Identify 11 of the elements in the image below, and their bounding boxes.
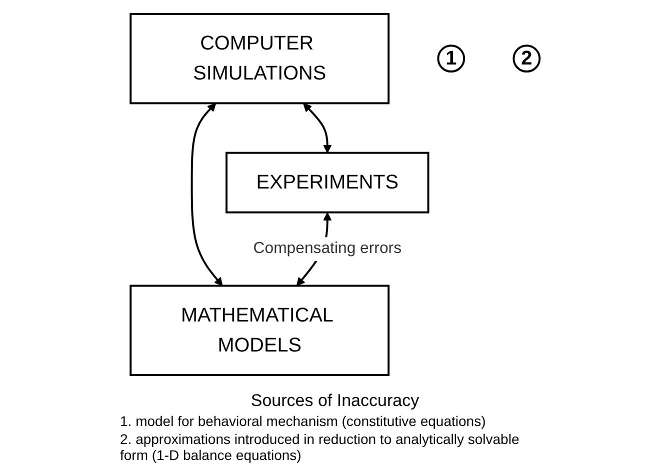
list-item: 1. model for behavioral mechanism (constitutive equations)	[120, 413, 487, 429]
arrow	[190, 103, 223, 286]
arrow	[302, 103, 332, 154]
node-circle: 2	[512, 44, 540, 73]
node-box: MATHEMATICAL MODELS	[130, 284, 390, 376]
node-box: COMPUTER SIMULATIONS	[130, 12, 390, 104]
node-box: EXPERIMENTS	[225, 152, 430, 214]
edge-label: Compensating errors	[253, 240, 402, 258]
node-circle: 1	[437, 44, 465, 73]
heading-text: Sources of Inaccuracy	[250, 391, 420, 411]
list-item: 2. approximations introduced in reduction to analytically solvable form (1-D balance equations)	[120, 431, 520, 463]
